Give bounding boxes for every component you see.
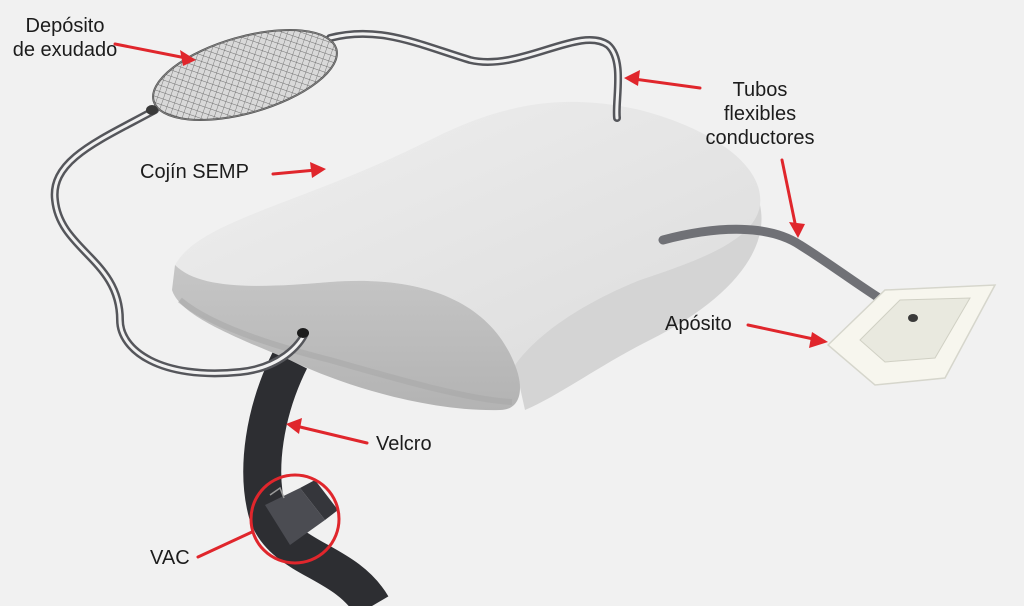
label-tubos-line1: Tubos (732, 79, 788, 101)
label-deposito-line1: Depósito (25, 15, 105, 37)
label-deposito-line2: de exudado (12, 39, 118, 61)
velcro-strap (243, 351, 389, 606)
label-tubos-line2: flexibles (723, 103, 797, 125)
label-tubos-line3: conductores (705, 127, 815, 149)
label-deposito: Depósito de exudado (0, 14, 130, 62)
semp-cushion (172, 101, 762, 411)
flexible-tubes (50, 29, 918, 378)
dressing (826, 284, 997, 386)
label-velcro: Velcro (376, 433, 432, 455)
label-cojin: Cojín SEMP (140, 161, 249, 183)
label-tubos: Tubos flexibles conductores (690, 78, 830, 150)
pointer-arrows (113, 42, 828, 559)
label-aposito: Apósito (665, 313, 732, 335)
vac-highlight-circle (249, 473, 341, 565)
vac-device (249, 473, 341, 565)
label-vac: VAC (150, 547, 190, 569)
exudate-reservoir (146, 29, 338, 121)
